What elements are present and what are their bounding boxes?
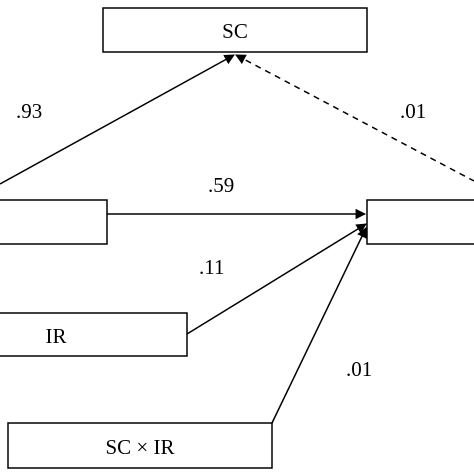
coef-left-to-sc: .93 [16,99,42,123]
ir-node: IR [0,312,188,357]
coef-ir-to-outcome: .11 [199,255,224,279]
sc-node: SC [102,7,368,53]
left-predictor-box [0,199,108,245]
outcome-node [366,199,474,245]
coef-sc-to-outcome: .01 [400,99,426,123]
interaction-box [7,422,273,469]
path-sc-to-outcome [235,54,474,182]
path-interaction-to-outcome [271,227,367,424]
path-ir-to-outcome [186,223,367,335]
left-predictor-node [0,199,108,245]
sc-label: SC [222,19,248,43]
outcome-box [366,199,474,245]
path-left-to-sc [0,54,235,185]
interaction-label: SC × IR [105,435,174,459]
ir-label: IR [46,324,67,348]
interaction-node: SC × IR [7,422,273,469]
sc-box [102,7,368,53]
coef-interaction-to-outcome: .01 [346,357,372,381]
coef-left-to-outcome: .59 [208,173,234,197]
ir-box [0,312,188,357]
